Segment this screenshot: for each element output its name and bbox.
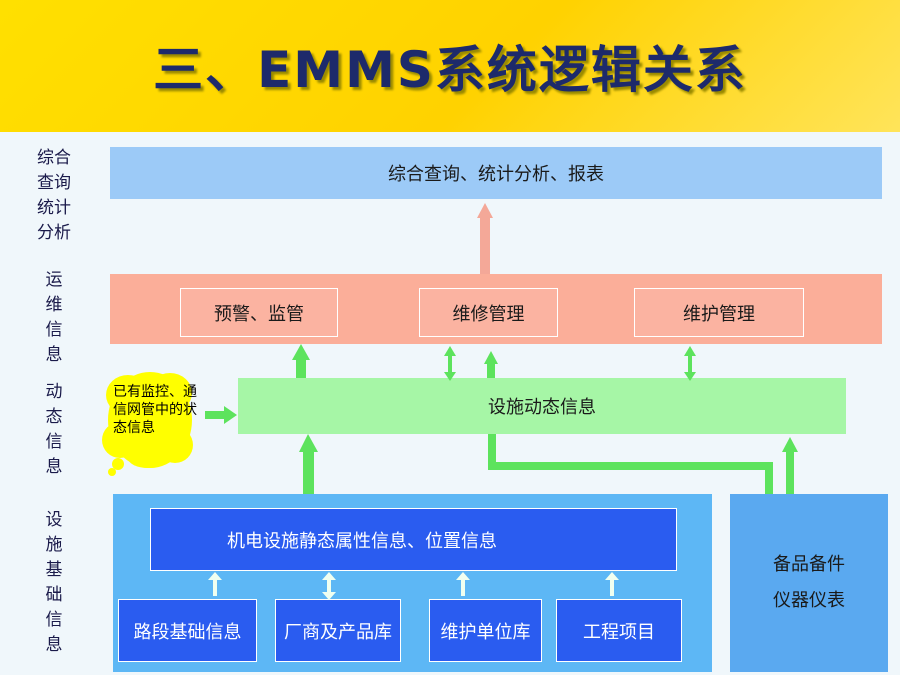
arrow-project-to-static — [605, 572, 619, 596]
arrow-ops-to-query — [477, 203, 493, 274]
arrow-maintainer-to-static — [456, 572, 470, 596]
ops-maintenance-label: 维护管理 — [683, 303, 755, 325]
arrow-dyn-to-repair — [484, 351, 498, 378]
callout-cloud — [102, 372, 193, 476]
arrow-callout-to-dyn — [205, 406, 237, 424]
title-banner: 三、EMMS系统逻辑关系 — [0, 0, 900, 132]
arrow-dyn-repair-bidirectional — [444, 346, 456, 381]
arrow-spare-to-dyn — [782, 437, 798, 494]
base-item-maintainer-label: 维护单位库 — [440, 621, 531, 643]
ops-alert-label: 预警、监管 — [214, 303, 304, 325]
side-label-base-text: 设施基础信息 — [45, 510, 63, 655]
side-label-query: 综合查询统计分析 — [34, 146, 74, 246]
arrow-base-to-dyn — [299, 434, 318, 494]
spare-parts-label: 备品备件 — [773, 554, 845, 575]
base-item-project-label: 工程项目 — [583, 621, 655, 643]
arrow-road-to-static — [208, 572, 222, 596]
side-label-ops: 运维信息 — [34, 268, 74, 368]
side-label-base: 设施基础信息 — [34, 508, 74, 658]
arrow-dyn-maintenance-bidirectional — [684, 346, 696, 381]
ops-maintenance-box: 维护管理 — [634, 288, 804, 337]
ops-repair-label: 维修管理 — [452, 303, 525, 325]
spare-parts-box: 备品备件 仪器仪表 — [730, 494, 888, 672]
base-item-road-label: 路段基础信息 — [133, 621, 242, 643]
ops-alert-box: 预警、监管 — [180, 288, 338, 337]
arrow-dyn-to-alert — [292, 344, 310, 378]
side-label-dynamic: 动态信息 — [34, 380, 74, 480]
base-item-maintainer: 维护单位库 — [429, 599, 542, 662]
page-title: 三、EMMS系统逻辑关系 — [153, 41, 747, 99]
base-item-project: 工程项目 — [556, 599, 682, 662]
ops-repair-box: 维修管理 — [419, 288, 558, 337]
side-label-dynamic-text: 动态信息 — [45, 382, 63, 477]
base-item-road: 路段基础信息 — [118, 599, 257, 662]
connector-dyn-to-spare — [488, 434, 773, 494]
instruments-label: 仪器仪表 — [773, 590, 845, 611]
callout-text: 已有监控、通信网管中的状态信息 — [113, 384, 197, 436]
query-layer-label: 综合查询、统计分析、报表 — [388, 164, 604, 185]
side-label-ops-text: 运维信息 — [45, 270, 63, 365]
side-label-query-text: 综合查询统计分析 — [37, 148, 71, 243]
base-item-vendor-label: 厂商及产品库 — [284, 621, 392, 643]
dynamic-layer: 设施动态信息 — [238, 378, 846, 434]
static-info-box: 机电设施静态属性信息、位置信息 — [150, 508, 677, 571]
arrow-vendor-static-bidirectional — [322, 572, 336, 600]
dynamic-layer-label: 设施动态信息 — [488, 397, 596, 418]
query-layer: 综合查询、统计分析、报表 — [110, 147, 882, 199]
base-item-vendor: 厂商及产品库 — [275, 599, 401, 662]
static-info-label: 机电设施静态属性信息、位置信息 — [227, 530, 497, 552]
